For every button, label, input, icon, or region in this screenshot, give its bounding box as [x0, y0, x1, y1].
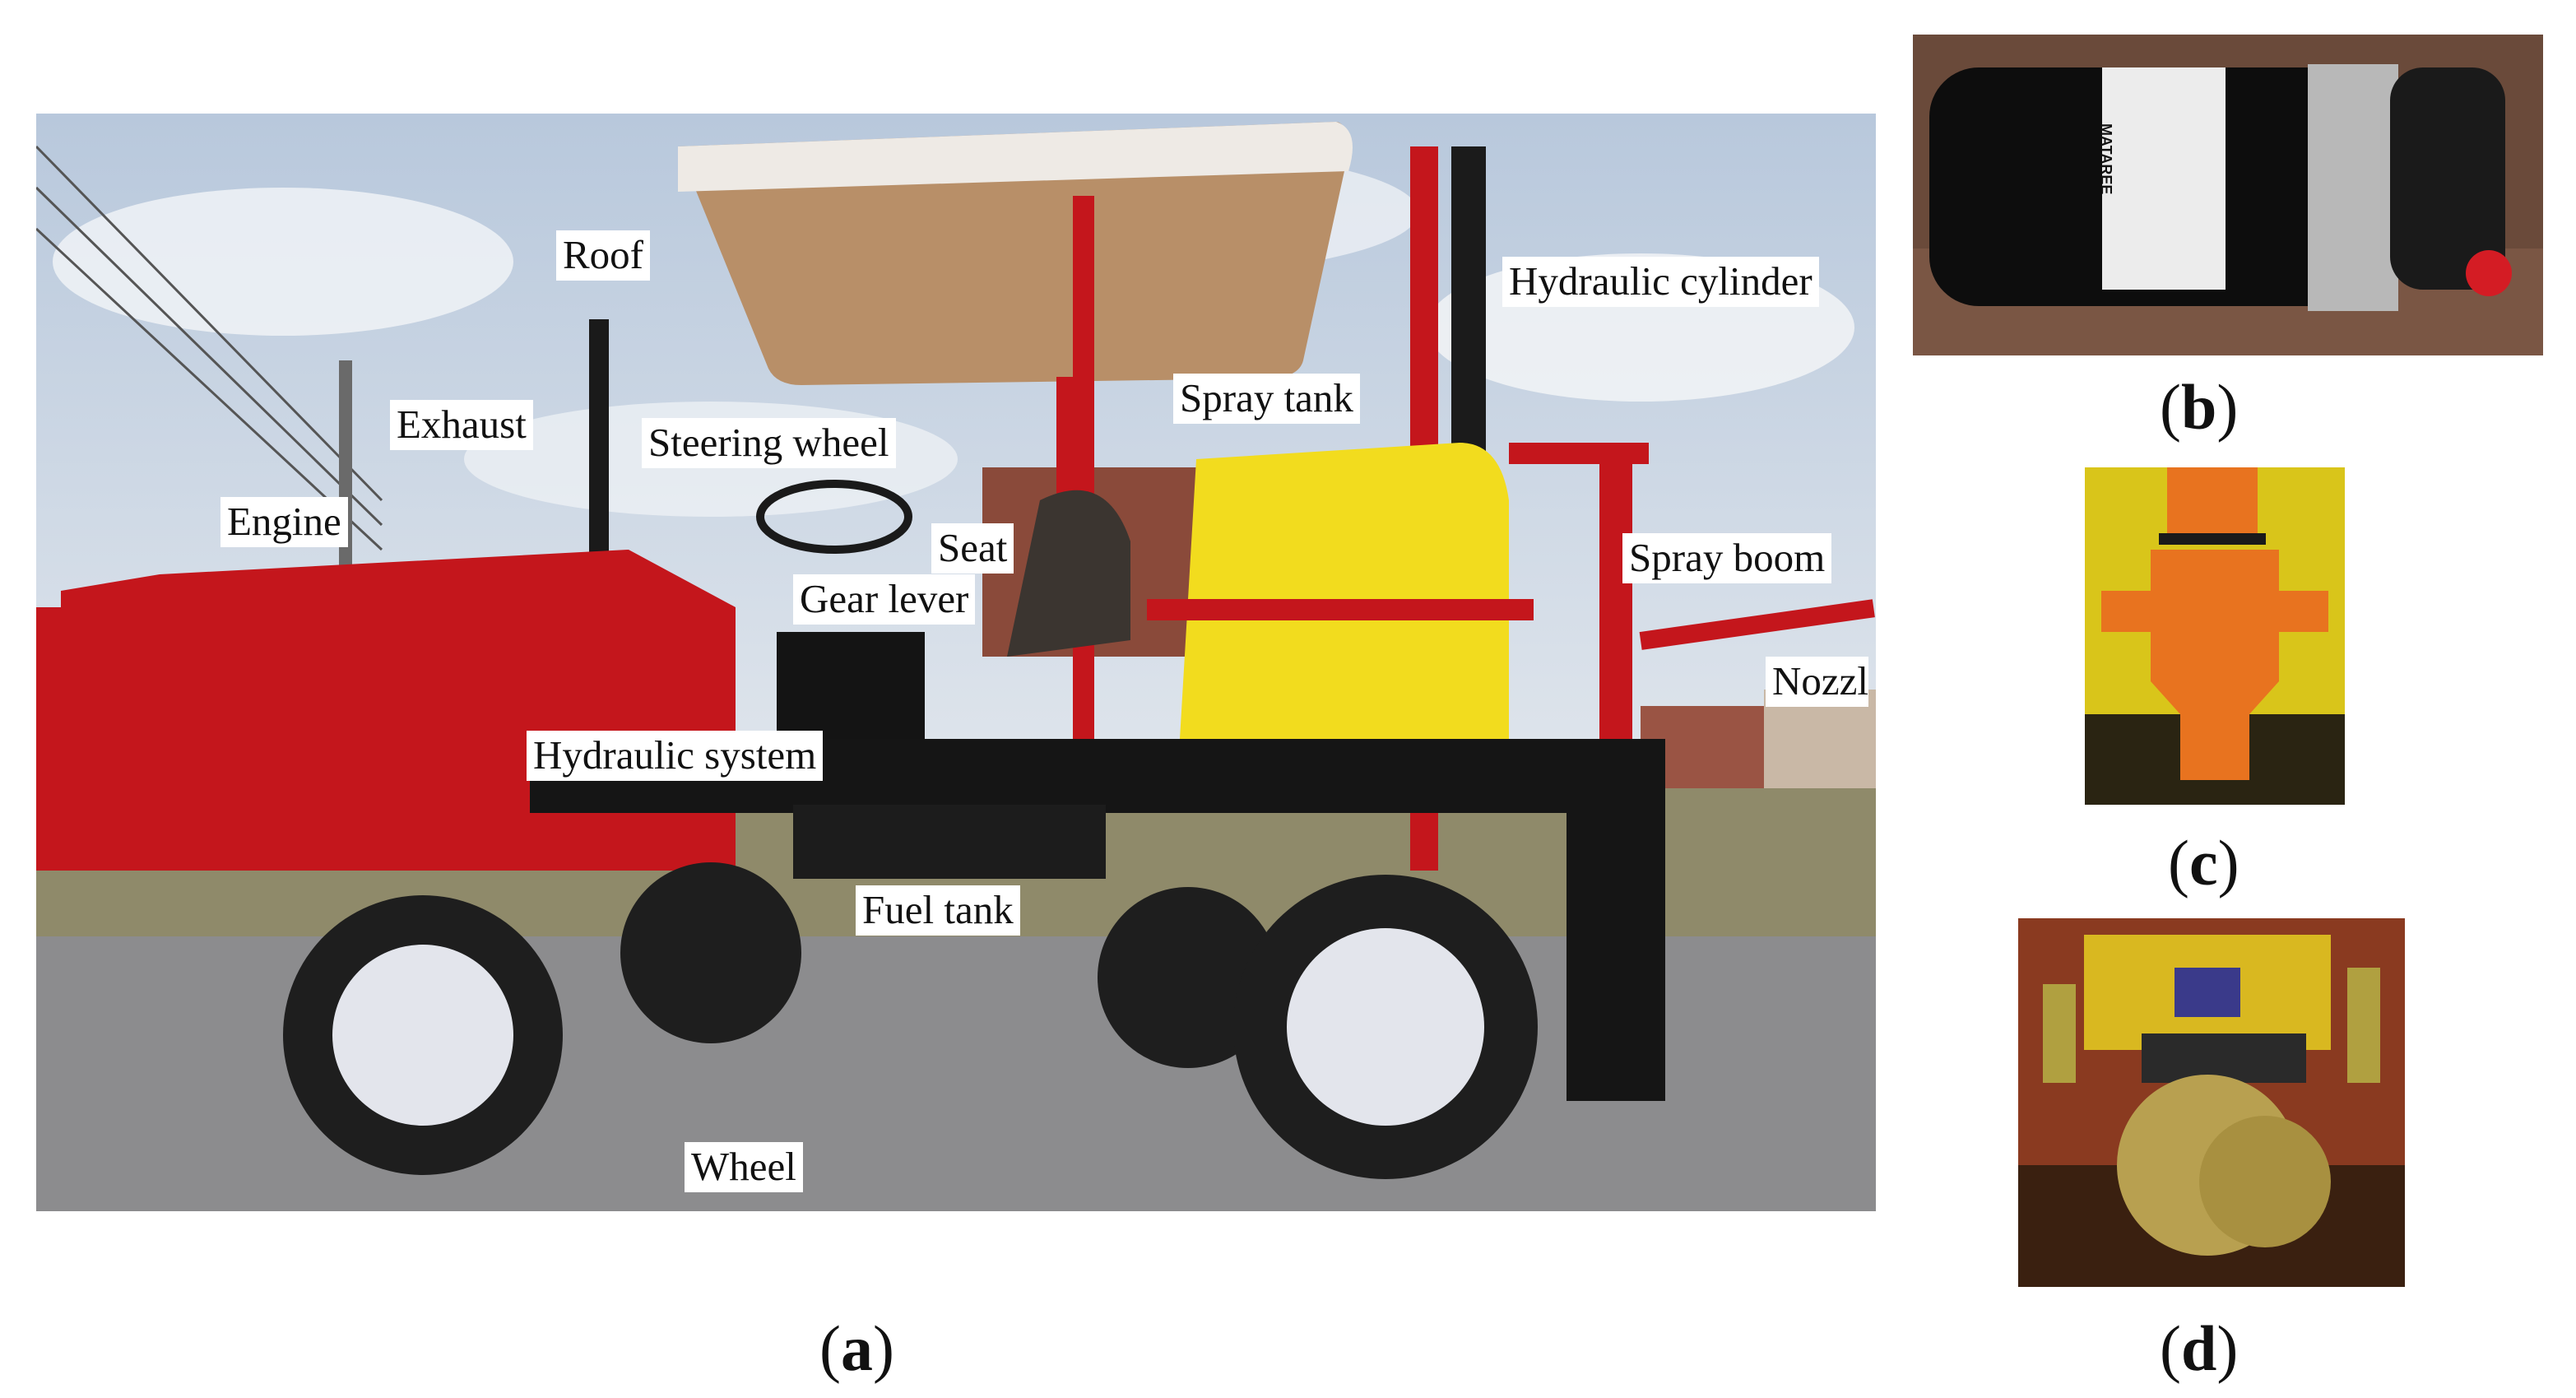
label-roof: Roof	[556, 230, 650, 281]
label-spray-tank: Spray tank	[1173, 374, 1360, 424]
caption-d-letter: d	[2180, 1312, 2217, 1384]
caption-c: (c)	[2168, 827, 2239, 899]
photo-hydraulic-unit	[2018, 918, 2405, 1287]
label-gear-lever: Gear lever	[793, 574, 976, 625]
label-spray-boom: Spray boom	[1622, 533, 1832, 583]
label-wheel: Wheel	[685, 1142, 803, 1192]
label-exhaust: Exhaust	[390, 400, 533, 450]
photo-spray-pump	[1913, 35, 2543, 355]
pump-brand-text: MATAREE	[2098, 123, 2114, 195]
photo-nozzle	[2085, 467, 2345, 805]
label-hydraulic-system: Hydraulic system	[527, 731, 824, 781]
label-engine: Engine	[220, 497, 348, 547]
label-steering-wheel: Steering wheel	[642, 418, 896, 468]
label-seat: Seat	[931, 523, 1014, 574]
caption-a-letter: a	[840, 1312, 873, 1384]
caption-b: (b)	[2160, 371, 2239, 443]
label-fuel-tank: Fuel tank	[856, 885, 1020, 936]
caption-c-letter: c	[2188, 827, 2218, 899]
caption-b-letter: b	[2180, 371, 2217, 443]
caption-d: (d)	[2160, 1312, 2239, 1384]
caption-a: (a)	[819, 1312, 894, 1384]
label-nozzle: Nozzl	[1766, 657, 1868, 707]
label-hydraulic-cylinder: Hydraulic cylinder	[1502, 257, 1819, 307]
